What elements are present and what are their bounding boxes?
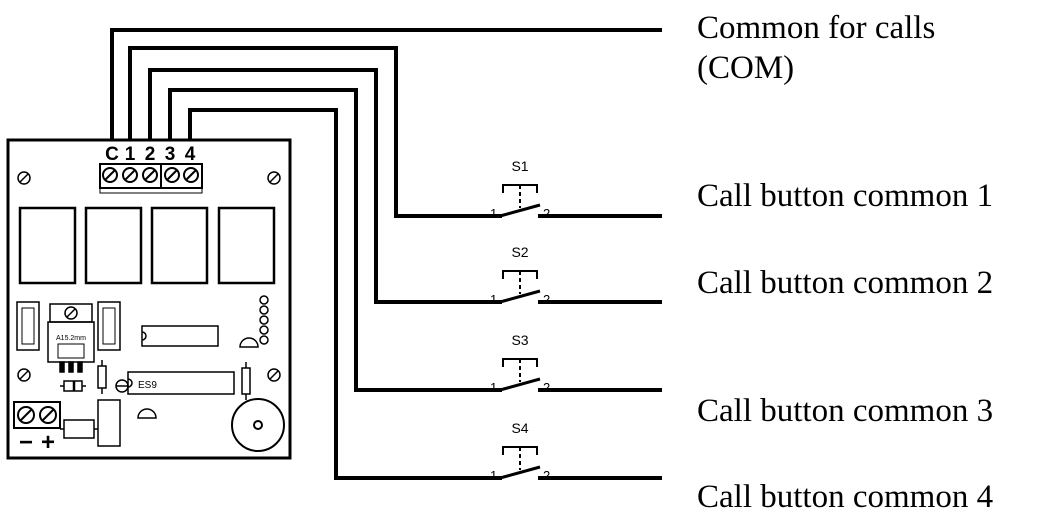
switch-pin-1: 1 (490, 468, 497, 483)
switch-pin-1: 1 (490, 380, 497, 395)
wire-1 (128, 46, 502, 218)
voltage-regulator: A15.2mm (16, 301, 121, 373)
switch-s4: S4 1 2 (490, 420, 550, 483)
switch-pin-2: 2 (543, 468, 550, 483)
wires (110, 28, 662, 480)
wire-3 (168, 88, 502, 392)
power-plus-label: + (41, 429, 55, 456)
switch-pin-1: 1 (490, 292, 497, 307)
switch-s1: S1 1 2 (490, 158, 550, 221)
buzzer (231, 398, 285, 452)
regulator-label: A15.2mm (56, 335, 86, 342)
switch-pin-2: 2 (543, 292, 550, 307)
small-components (97, 360, 251, 400)
label-call-2: Call button common 2 (697, 265, 994, 301)
terminal-block (99, 163, 203, 194)
transistors (137, 337, 259, 419)
terminal-label-c: C (105, 144, 119, 165)
chip-label: ES9 (138, 380, 157, 391)
wire-2 (148, 68, 502, 304)
fuse (60, 399, 121, 447)
diode (60, 380, 86, 392)
terminal-label-4: 4 (185, 144, 196, 165)
switch-pin-2: 2 (543, 380, 550, 395)
label-common-line2: (COM) (697, 50, 795, 86)
power-minus-label: − (19, 429, 33, 456)
terminal-label-2: 2 (145, 144, 156, 165)
terminal-label-3: 3 (165, 144, 176, 165)
relays (18, 206, 276, 285)
switch-label: S3 (511, 332, 528, 348)
switch-label: S4 (511, 420, 528, 436)
switch-s3: S3 1 2 (490, 332, 550, 395)
circuit-board: C 1 2 3 4 (6, 138, 292, 460)
label-call-4: Call button common 4 (697, 479, 994, 515)
terminal-label-1: 1 (125, 144, 136, 165)
switch-pin-1: 1 (490, 206, 497, 221)
wire-common (110, 28, 662, 144)
terminal-labels: C 1 2 3 4 (105, 144, 196, 165)
label-common-line1: Common for calls (697, 10, 936, 46)
label-call-1: Call button common 1 (697, 178, 994, 214)
pin-header (259, 295, 269, 345)
label-call-3: Call button common 3 (697, 393, 994, 429)
switch-label: S2 (511, 244, 528, 260)
switch-s2: S2 1 2 (490, 244, 550, 307)
switch-pin-2: 2 (543, 206, 550, 221)
switch-label: S1 (511, 158, 528, 174)
mounting-holes (17, 171, 281, 382)
wire-4 (188, 108, 502, 480)
power-terminal: − + (13, 401, 61, 456)
